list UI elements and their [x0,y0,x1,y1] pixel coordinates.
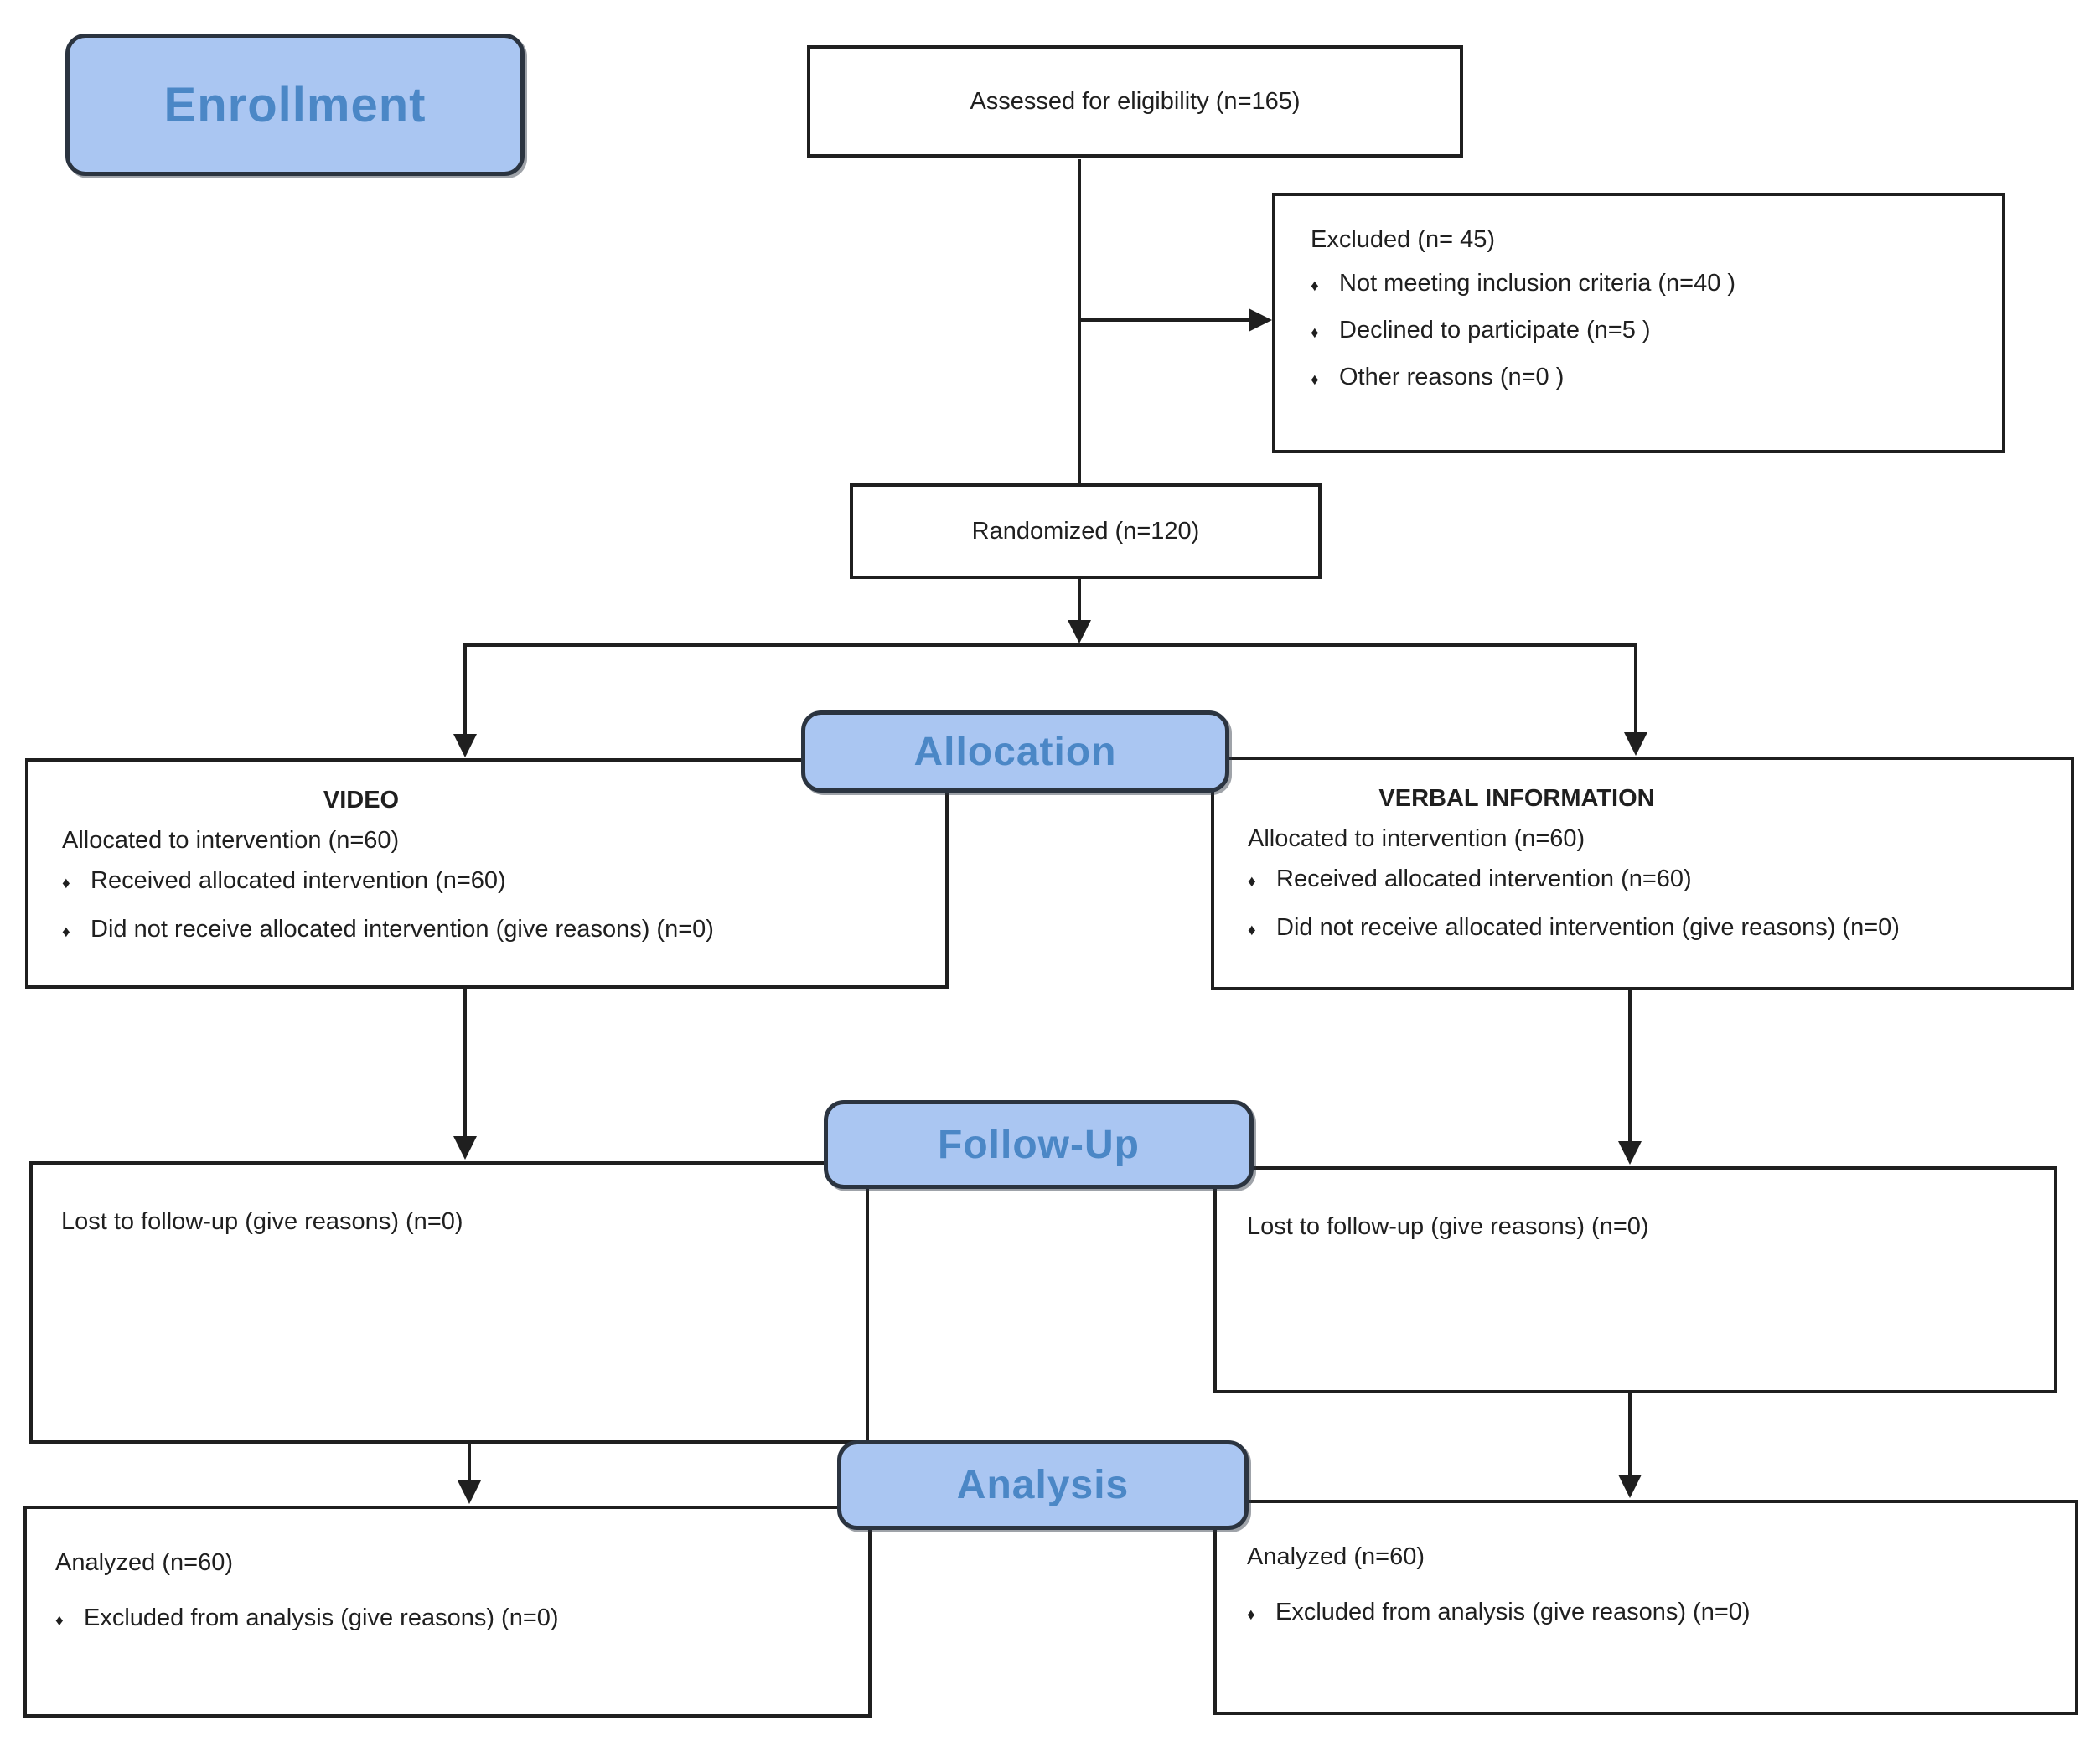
video-bullet-2: ♦ Did not receive allocated intervention… [62,909,937,953]
analysis-phase-badge: Analysis [837,1440,1249,1530]
analysis-left-box: Analyzed (n=60) ♦ Excluded from analysis… [23,1506,872,1718]
arrow-verbal-to-followup [1618,990,1642,1165]
verbal-box: VERBAL INFORMATION Allocated to interven… [1211,757,2074,990]
followup-left-box: Lost to follow-up (give reasons) (n=0) [29,1161,869,1444]
verbal-allocated-line: Allocated to intervention (n=60) [1248,825,1585,852]
video-group-title: VIDEO [323,787,400,814]
arrow-followup-to-analysis-left [458,1444,481,1504]
verbal-bullet-2-text: Did not receive allocated intervention (… [1276,914,1900,941]
enrollment-phase-label: Enrollment [163,77,427,132]
followup-left-text: Lost to follow-up (give reasons) (n=0) [61,1208,463,1235]
allocation-phase-label: Allocation [913,729,1117,774]
enrollment-phase-badge: Enrollment [65,34,525,176]
analysis-left-bullet: ♦ Excluded from analysis (give reasons) … [55,1598,860,1641]
video-box: VIDEO Allocated to intervention (n=60) ♦… [25,758,949,989]
bullet-marker: ♦ [1248,922,1256,939]
arrow-video-to-followup [453,989,477,1160]
excluded-box: Excluded (n= 45) ♦ Not meeting inclusion… [1272,193,2005,453]
arrow-branch-to-verbal [1624,643,1647,756]
bullet-marker: ♦ [62,923,70,941]
verbal-bullet-2: ♦ Did not receive allocated intervention… [1248,907,2062,951]
followup-phase-label: Follow-Up [938,1122,1140,1167]
verbal-bullet-1-text: Received allocated intervention (n=60) [1276,865,1692,892]
analysis-left-title: Analyzed (n=60) [55,1549,233,1576]
arrow-to-excluded [1079,308,1272,332]
excluded-bullet-1: ♦ Not meeting inclusion criteria (n=40 ) [1311,261,1994,308]
verbal-bullet-1: ♦ Received allocated intervention (n=60) [1248,859,2062,902]
bullet-marker: ♦ [62,875,70,892]
excluded-bullet-3-text: Other reasons (n=0 ) [1339,364,1565,390]
analysis-right-title: Analyzed (n=60) [1247,1543,1425,1570]
verbal-group-title: VERBAL INFORMATION [1378,785,1655,812]
analysis-right-bullet: ♦ Excluded from analysis (give reasons) … [1247,1592,2066,1635]
analysis-left-bullet-text: Excluded from analysis (give reasons) (n… [84,1604,559,1631]
video-bullet-1: ♦ Received allocated intervention (n=60) [62,860,937,904]
bullet-marker: ♦ [1311,277,1319,295]
followup-right-box: Lost to follow-up (give reasons) (n=0) [1213,1166,2057,1393]
video-bullet-1-text: Received allocated intervention (n=60) [91,867,506,894]
arrow-followup-to-analysis-right [1618,1393,1642,1498]
bullet-marker: ♦ [1311,324,1319,342]
excluded-bullet-2-text: Declined to participate (n=5 ) [1339,317,1651,344]
analysis-right-box: Analyzed (n=60) ♦ Excluded from analysis… [1213,1500,2078,1715]
excluded-title: Excluded (n= 45) [1311,226,1496,253]
bullet-marker: ♦ [1248,873,1256,891]
bullet-marker: ♦ [1247,1606,1255,1624]
followup-phase-badge: Follow-Up [824,1100,1254,1189]
assessed-box: Assessed for eligibility (n=165) [807,45,1463,158]
randomized-box: Randomized (n=120) [850,483,1322,579]
excluded-bullet-2: ♦ Declined to participate (n=5 ) [1311,308,1994,355]
bullet-marker: ♦ [1311,371,1319,389]
video-allocated-line: Allocated to intervention (n=60) [62,827,400,854]
arrow-randomized-to-branch [1068,579,1091,643]
arrow-branch-to-video [453,643,477,757]
bullet-marker: ♦ [55,1612,64,1630]
excluded-bullet-3: ♦ Other reasons (n=0 ) [1311,355,1994,402]
video-bullet-2-text: Did not receive allocated intervention (… [91,916,714,943]
allocation-phase-badge: Allocation [801,710,1229,793]
analysis-phase-label: Analysis [956,1463,1130,1507]
analysis-right-bullet-text: Excluded from analysis (give reasons) (n… [1275,1599,1751,1625]
assessed-text: Assessed for eligibility (n=165) [970,88,1301,115]
followup-right-text: Lost to follow-up (give reasons) (n=0) [1247,1213,1649,1240]
excluded-bullet-1-text: Not meeting inclusion criteria (n=40 ) [1339,270,1736,297]
randomized-text: Randomized (n=120) [971,518,1200,545]
